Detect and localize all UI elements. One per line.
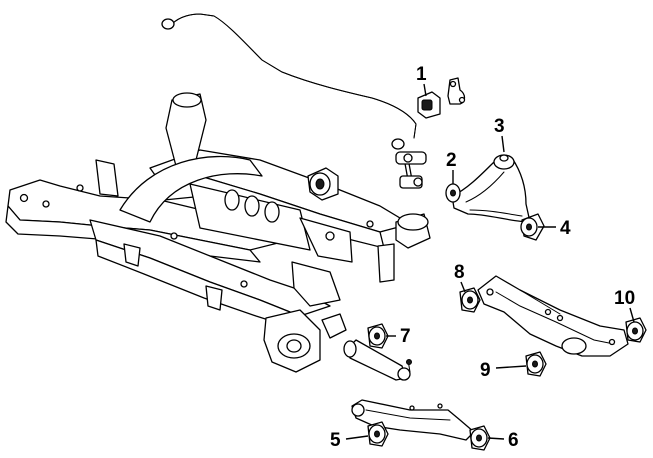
differential-mount-bushing [307,167,339,201]
callout-6: 6 [487,430,519,451]
callout-number: 1 [416,64,427,85]
lateral-link [343,339,412,381]
callout-5: 5 [330,430,369,451]
stabilizer-link [395,151,427,189]
callout-number: 7 [400,326,411,347]
callout-8: 8 [454,262,466,293]
upper-control-arm [451,154,531,223]
callout-7: 7 [386,326,411,347]
lower-arm-bushing-inner [459,287,481,313]
callout-2: 2 [446,150,457,184]
callout-number: 4 [560,218,571,239]
lower-arm-bushing-outer [625,317,647,343]
callout-4: 4 [538,218,571,239]
callout-number: 8 [454,262,465,283]
lower-arm-bushing-center [525,351,547,377]
callout-3: 3 [494,116,505,153]
callout-number: 5 [330,430,341,451]
stabilizer-bushing [417,91,441,119]
callout-number: 2 [446,150,457,171]
rear-lower-arm-bushing-outer [469,425,491,451]
callout-number: 9 [480,360,491,381]
callout-10: 10 [614,288,635,323]
callout-number: 10 [614,288,635,309]
stabilizer-bracket [447,77,466,105]
callouts: 1 2 3 4 5 6 7 8 [330,64,635,451]
callout-number: 3 [494,116,505,137]
rear-subframe [5,92,431,373]
upper-arm-bushing-front [445,183,461,203]
rear-lower-arm-bushing-inner [367,421,389,447]
lateral-link-bushing [367,323,389,349]
callout-number: 6 [508,430,519,451]
stabilizer-bar [161,13,417,150]
callout-1: 1 [416,64,427,97]
lower-control-arm [477,275,629,357]
callout-9: 9 [480,360,527,381]
upper-arm-bushing-rear [520,213,545,241]
